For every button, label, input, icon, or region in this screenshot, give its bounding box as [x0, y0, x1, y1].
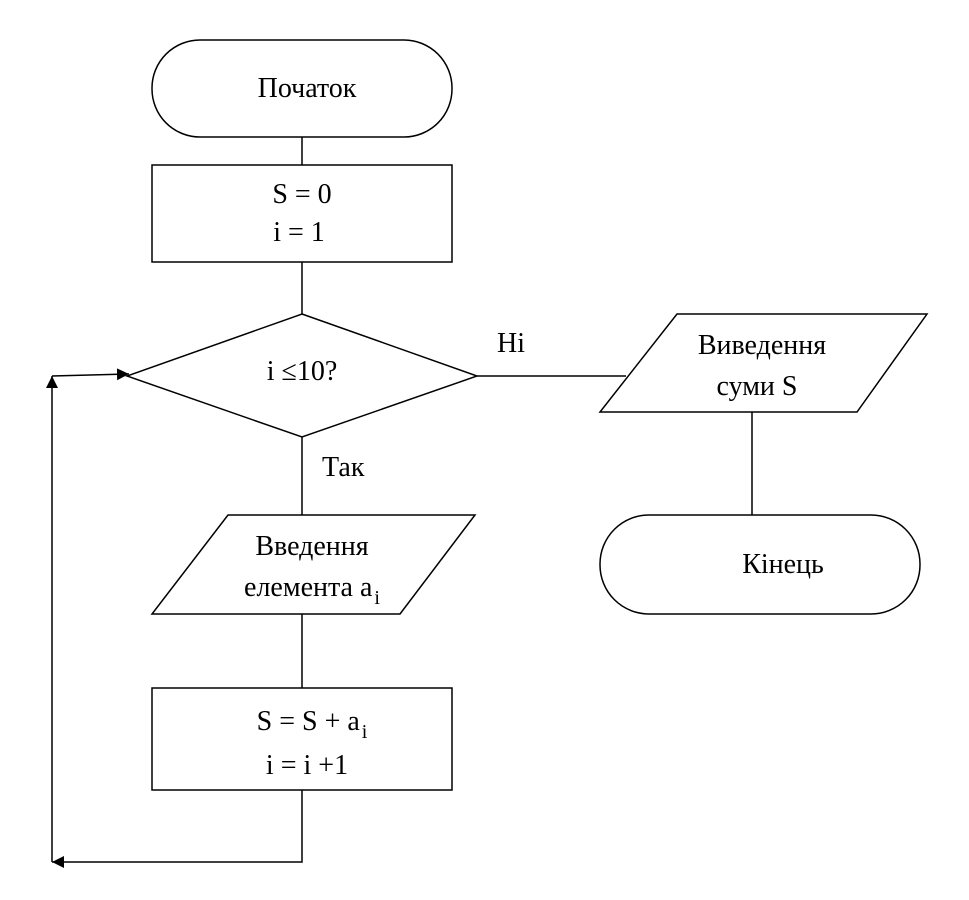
input-element-parallelogram — [150, 514, 477, 615]
end-label: Кінець — [742, 549, 824, 580]
condition-label: i ≤10? — [267, 356, 338, 387]
yes-branch-label: Так — [322, 452, 365, 483]
no-branch-label: Ні — [497, 328, 525, 359]
condition-decision-diamond — [124, 313, 480, 438]
update-process-box — [151, 687, 453, 791]
input-line-2-base: елемента a — [244, 572, 373, 603]
update-line-2: i = i +1 — [266, 750, 348, 781]
init-line-2: i = 1 — [273, 217, 325, 248]
start-label: Початок — [258, 73, 357, 104]
input-subscript: i — [374, 587, 380, 609]
start-terminator — [151, 39, 453, 138]
output-line-1: Виведення — [698, 330, 826, 361]
update-subscript: i — [362, 721, 368, 743]
output-line-2: суми S — [717, 371, 798, 402]
input-line-1: Введення — [255, 531, 368, 562]
end-terminator — [599, 514, 921, 615]
loop-back-arrow-into-decision — [51, 368, 130, 381]
init-process-box — [151, 164, 453, 263]
update-line-1-base: S = S + a — [257, 706, 361, 737]
loop-back-arrow-bottom — [52, 790, 303, 868]
init-line-1: S = 0 — [272, 179, 331, 210]
output-sum-parallelogram — [598, 313, 929, 413]
